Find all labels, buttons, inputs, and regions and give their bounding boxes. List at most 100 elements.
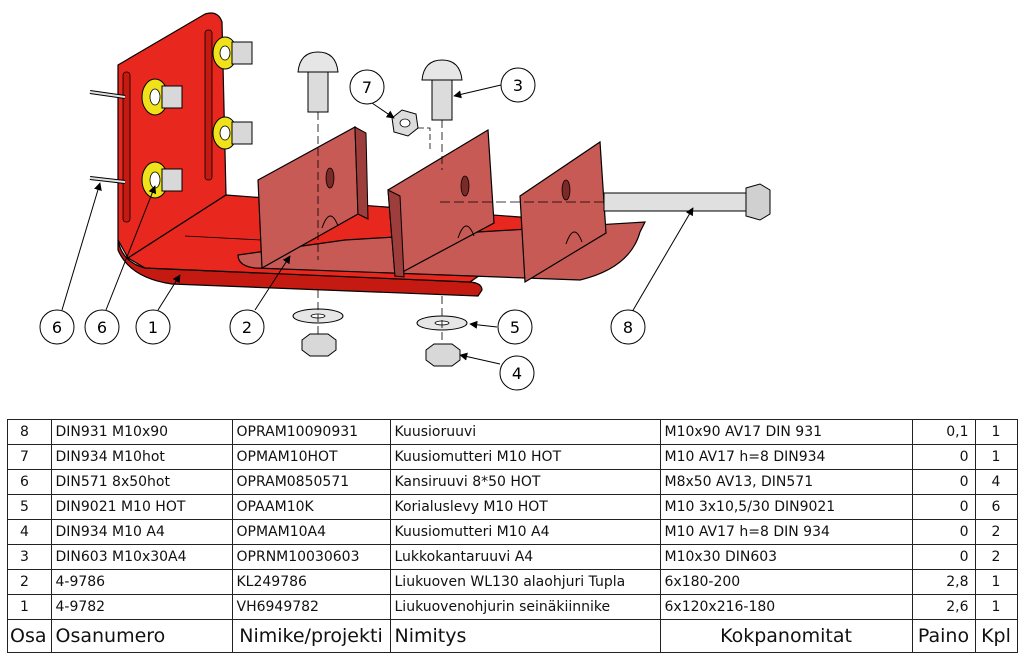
cell-nimike: OPMAM10HOT bbox=[231, 444, 391, 470]
cell-osanumero: 4-9786 bbox=[50, 569, 233, 595]
cell-kpl: 6 bbox=[974, 494, 1018, 520]
header-kokpanomitat: Kokpanomitat bbox=[659, 619, 913, 653]
callout-3: 3 bbox=[500, 67, 536, 103]
header-kpl: Kpl bbox=[974, 619, 1018, 653]
cell-osanumero: DIN571 8x50hot bbox=[50, 469, 233, 495]
parts-list-row: 1 4-9782 VH6949782 Liukuovenohjurin sein… bbox=[7, 594, 1018, 620]
cell-nimike: OPRNM10030603 bbox=[231, 544, 391, 570]
callout-5-label: 5 bbox=[510, 318, 520, 337]
bracket-slot-left bbox=[122, 71, 131, 223]
guide-hole-2 bbox=[460, 175, 470, 197]
screw-pin-lower bbox=[89, 176, 126, 184]
callout-2: 2 bbox=[229, 309, 265, 345]
leader-6a bbox=[61, 182, 102, 311]
callout-8: 8 bbox=[610, 309, 646, 345]
parts-list-row: 8 DIN931 M10x90 OPRAM10090931 Kuusioruuv… bbox=[7, 419, 1018, 445]
cell-nimitys: Kuusiomutteri M10 A4 bbox=[389, 519, 661, 545]
cell-kpl: 1 bbox=[974, 569, 1018, 595]
callout-6b-label: 6 bbox=[97, 318, 107, 337]
leader-lines bbox=[61, 84, 694, 365]
bracket-foot-front bbox=[117, 239, 483, 297]
header-paino: Paino bbox=[911, 619, 976, 653]
cap-screw-assembly bbox=[89, 36, 253, 199]
cell-nimitys: Lukkokantaruuvi A4 bbox=[389, 544, 661, 570]
hex-nut-top bbox=[391, 109, 431, 150]
callout-5: 5 bbox=[497, 309, 533, 345]
callout-6b: 6 bbox=[84, 309, 120, 345]
nut-bottom-right bbox=[425, 343, 461, 367]
cell-nimitys: Kansiruuvi 8*50 HOT bbox=[389, 469, 661, 495]
cell-kokpanomitat: M10 AV17 h=8 DIN 934 bbox=[659, 519, 913, 545]
leader-8 bbox=[631, 207, 694, 313]
cell-kokpanomitat: 6x120x216-180 bbox=[659, 594, 913, 620]
cell-nimitys: Kuusiomutteri M10 HOT bbox=[389, 444, 661, 470]
washer-nut-upper-left bbox=[141, 78, 183, 116]
cell-osanumero: DIN934 M10 A4 bbox=[50, 519, 233, 545]
parts-list-row: 4 DIN934 M10 A4 OPMAM10A4 Kuusiomutteri … bbox=[7, 519, 1018, 545]
assembly-drawing: 7 3 6 6 1 2 5 8 4 bbox=[39, 12, 771, 391]
cell-osa: 5 bbox=[7, 494, 52, 520]
leader-3 bbox=[453, 84, 502, 99]
header-osa: Osa bbox=[7, 619, 52, 653]
cell-kokpanomitat: M10 AV17 h=8 DIN934 bbox=[659, 444, 913, 470]
hex-bolt bbox=[440, 183, 771, 221]
header-nimike: Nimike/projekti bbox=[231, 619, 391, 653]
parts-list-row: 6 DIN571 8x50hot OPRAM0850571 Kansiruuvi… bbox=[7, 469, 1018, 495]
carriage-bolt-left bbox=[297, 51, 339, 260]
cell-nimike: KL249786 bbox=[231, 569, 391, 595]
parts-list-row: 3 DIN603 M10x30A4 OPRNM10030603 Lukkokan… bbox=[7, 544, 1018, 570]
cell-paino: 0 bbox=[911, 444, 976, 470]
parts-list-row: 5 DIN9021 M10 HOT OPAAM10K Korialuslevy … bbox=[7, 494, 1018, 520]
cell-kpl: 4 bbox=[974, 469, 1018, 495]
cell-paino: 0 bbox=[911, 494, 976, 520]
cell-osa: 1 bbox=[7, 594, 52, 620]
cell-kpl: 1 bbox=[974, 444, 1018, 470]
guide-notch-1 bbox=[321, 215, 339, 229]
cell-osanumero: 4-9782 bbox=[50, 594, 233, 620]
cell-nimike: OPMAM10A4 bbox=[231, 519, 391, 545]
washer-nut-lower-left bbox=[141, 161, 183, 199]
cell-paino: 0,1 bbox=[911, 419, 976, 445]
guide-notch-3 bbox=[565, 231, 583, 245]
cell-osa: 8 bbox=[7, 419, 52, 445]
callout-1-label: 1 bbox=[148, 318, 158, 337]
callout-7-label: 7 bbox=[362, 78, 372, 97]
leader-6b bbox=[105, 185, 157, 311]
cell-kokpanomitat: M10x30 DIN603 bbox=[659, 544, 913, 570]
cell-osa: 4 bbox=[7, 519, 52, 545]
cell-osa: 6 bbox=[7, 469, 52, 495]
cell-kokpanomitat: M10x90 AV17 DIN 931 bbox=[659, 419, 913, 445]
cell-nimike: VH6949782 bbox=[231, 594, 391, 620]
cell-nimike: OPRAM10090931 bbox=[231, 419, 391, 445]
cell-kokpanomitat: 6x180-200 bbox=[659, 569, 913, 595]
callout-1: 1 bbox=[135, 309, 171, 345]
header-osanumero: Osanumero bbox=[50, 619, 233, 653]
cell-osanumero: DIN934 M10hot bbox=[50, 444, 233, 470]
callout-3-label: 3 bbox=[513, 76, 523, 95]
guide-hole-3 bbox=[561, 179, 571, 201]
cell-osanumero: DIN931 M10x90 bbox=[50, 419, 233, 445]
cell-osa: 3 bbox=[7, 544, 52, 570]
parts-list-row: 7 DIN934 M10hot OPMAM10HOT Kuusiomutteri… bbox=[7, 444, 1018, 470]
cell-nimitys: Korialuslevy M10 HOT bbox=[389, 494, 661, 520]
cell-nimitys: Liukuovenohjurin seinäkiinnike bbox=[389, 594, 661, 620]
leader-4 bbox=[459, 352, 501, 365]
cell-paino: 0 bbox=[911, 519, 976, 545]
carriage-bolt-right bbox=[421, 59, 463, 170]
callout-4: 4 bbox=[499, 355, 535, 391]
cell-nimitys: Liukuoven WL130 alaohjuri Tupla bbox=[389, 569, 661, 595]
callout-7: 7 bbox=[349, 69, 385, 105]
guide-fin-2-side bbox=[387, 189, 405, 278]
guide-hole-1 bbox=[325, 167, 335, 189]
parts-list-row: 2 4-9786 KL249786 Liukuoven WL130 alaohj… bbox=[7, 569, 1018, 595]
parts-list-table: 8 DIN931 M10x90 OPRAM10090931 Kuusioruuv… bbox=[7, 419, 1018, 653]
washer-nut-top bbox=[212, 36, 253, 70]
cell-kpl: 1 bbox=[974, 419, 1018, 445]
cell-nimike: OPAAM10K bbox=[231, 494, 391, 520]
washer-nut-middle-right bbox=[212, 116, 253, 150]
cell-kpl: 2 bbox=[974, 519, 1018, 545]
leader-5 bbox=[469, 320, 498, 329]
callout-4-label: 4 bbox=[512, 364, 522, 383]
parts-list-header-row: Osa Osanumero Nimike/projekti Nimitys Ko… bbox=[7, 619, 1018, 653]
cell-kpl: 1 bbox=[974, 594, 1018, 620]
